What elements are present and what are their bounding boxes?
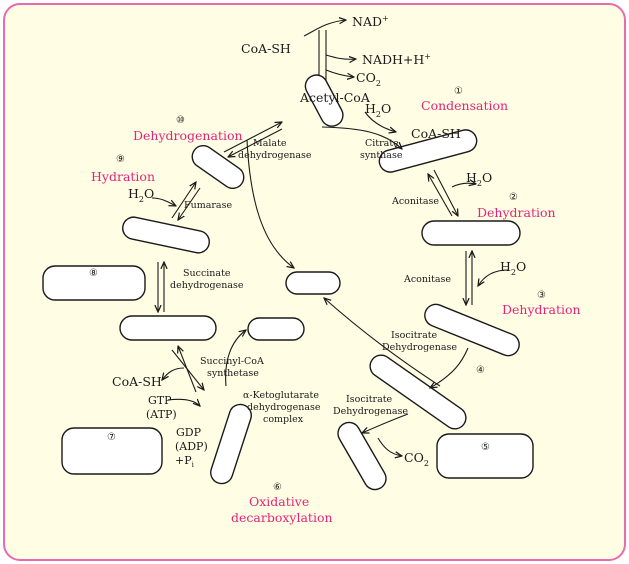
citrate-synthase-label-2: synthase	[360, 150, 403, 161]
step-3-number: ③	[537, 290, 546, 301]
co2-top-label: CO2	[356, 70, 381, 88]
step-1-name: Condensation	[421, 98, 508, 113]
step-6-name-2: decarboxylation	[231, 510, 333, 525]
gdp-label: GDP	[176, 426, 202, 439]
nad-label: NAD+	[352, 14, 389, 29]
step-7-number: ⑦	[107, 432, 116, 443]
step-8-number: ⑧	[89, 268, 98, 279]
acetyl-coa-label: Acetyl-CoA	[299, 90, 371, 105]
step-2-name: Dehydration	[477, 205, 556, 220]
pill-acetyl-coa	[304, 74, 344, 127]
step-9-number: ⑨	[116, 154, 125, 165]
h2o-1-label: H2O	[365, 101, 391, 119]
aconitase-label-1: Aconitase	[391, 196, 439, 207]
fumarase-label: Fumarase	[184, 200, 232, 211]
nadh-label: NADH+H+	[362, 52, 431, 67]
akg-dh-label-1: α-Ketoglutarate	[243, 390, 319, 401]
atp-label: (ATP)	[146, 408, 177, 421]
isocitrate-dh-label-a2: Dehydrogenase	[382, 342, 457, 353]
isocitrate-dh-label-b2: Dehydrogenase	[333, 406, 408, 417]
pill-fumarate	[122, 216, 210, 254]
akg-dh-label-3: complex	[263, 414, 304, 425]
succinyl-coa-synthetase-label-2: synthetase	[207, 368, 259, 379]
cycle-arrows	[151, 111, 509, 456]
pill-co2-intermediate	[337, 421, 387, 491]
succinate-dh-label-1: Succinate	[183, 268, 231, 279]
co2-bottom-label: CO2	[404, 450, 429, 468]
pill-succinyl-coa	[247, 317, 305, 341]
aconitase-label-2: Aconitase	[403, 274, 451, 285]
pill-succinate	[119, 315, 217, 341]
box-step-7	[61, 427, 163, 475]
step-4-number: ④	[476, 365, 485, 376]
step-1-number: ①	[454, 86, 463, 97]
step-10-number: ⑩	[176, 115, 185, 126]
pill-oxalosuccinate	[369, 354, 467, 430]
akg-dh-label-2: dehydrogenase	[247, 402, 321, 413]
h2o-2-label: H2O	[466, 170, 492, 188]
step-2-number: ②	[509, 192, 518, 203]
box-step-5	[436, 433, 534, 479]
malate-dh-label-1: Malate	[253, 138, 287, 149]
isocitrate-dh-label-a1: Isocitrate	[391, 330, 438, 341]
coash-right-label: CoA-SH	[411, 126, 461, 141]
pill-citrate	[378, 129, 478, 173]
pill-malate	[191, 144, 245, 190]
step-5-number: ⑤	[481, 442, 490, 453]
coash-top-label: CoA-SH	[241, 41, 291, 56]
pill-cis-aconitate	[421, 220, 521, 246]
pill-alpha-ketoglutarate	[210, 403, 252, 485]
gtp-label: GTP	[148, 394, 172, 407]
step-6-number: ⑥	[273, 482, 282, 493]
box-step-8	[42, 265, 146, 301]
h2o-3-label: H2O	[500, 259, 526, 277]
pill-isocitrate	[424, 303, 520, 357]
succinyl-coa-synthetase-label-1: Succinyl-CoA	[200, 356, 264, 367]
citrate-synthase-label-1: Citrate	[365, 138, 399, 149]
step-10-name: Dehydrogenation	[133, 128, 243, 143]
adp-label: (ADP)	[175, 440, 208, 453]
step-9-name: Hydration	[91, 169, 155, 184]
malate-dh-label-2: dehydrogenase	[238, 150, 312, 161]
step-6-name-1: Oxidative	[249, 494, 309, 509]
pi-label: +Pi	[175, 454, 195, 469]
pill-oxaloacetate	[285, 271, 341, 295]
step-3-name: Dehydration	[502, 302, 581, 317]
isocitrate-dh-label-b1: Isocitrate	[346, 394, 393, 405]
succinate-dh-label-2: dehydrogenase	[170, 280, 244, 291]
coash-left-label: CoA-SH	[112, 374, 162, 389]
h2o-4-label: H2O	[128, 186, 154, 204]
